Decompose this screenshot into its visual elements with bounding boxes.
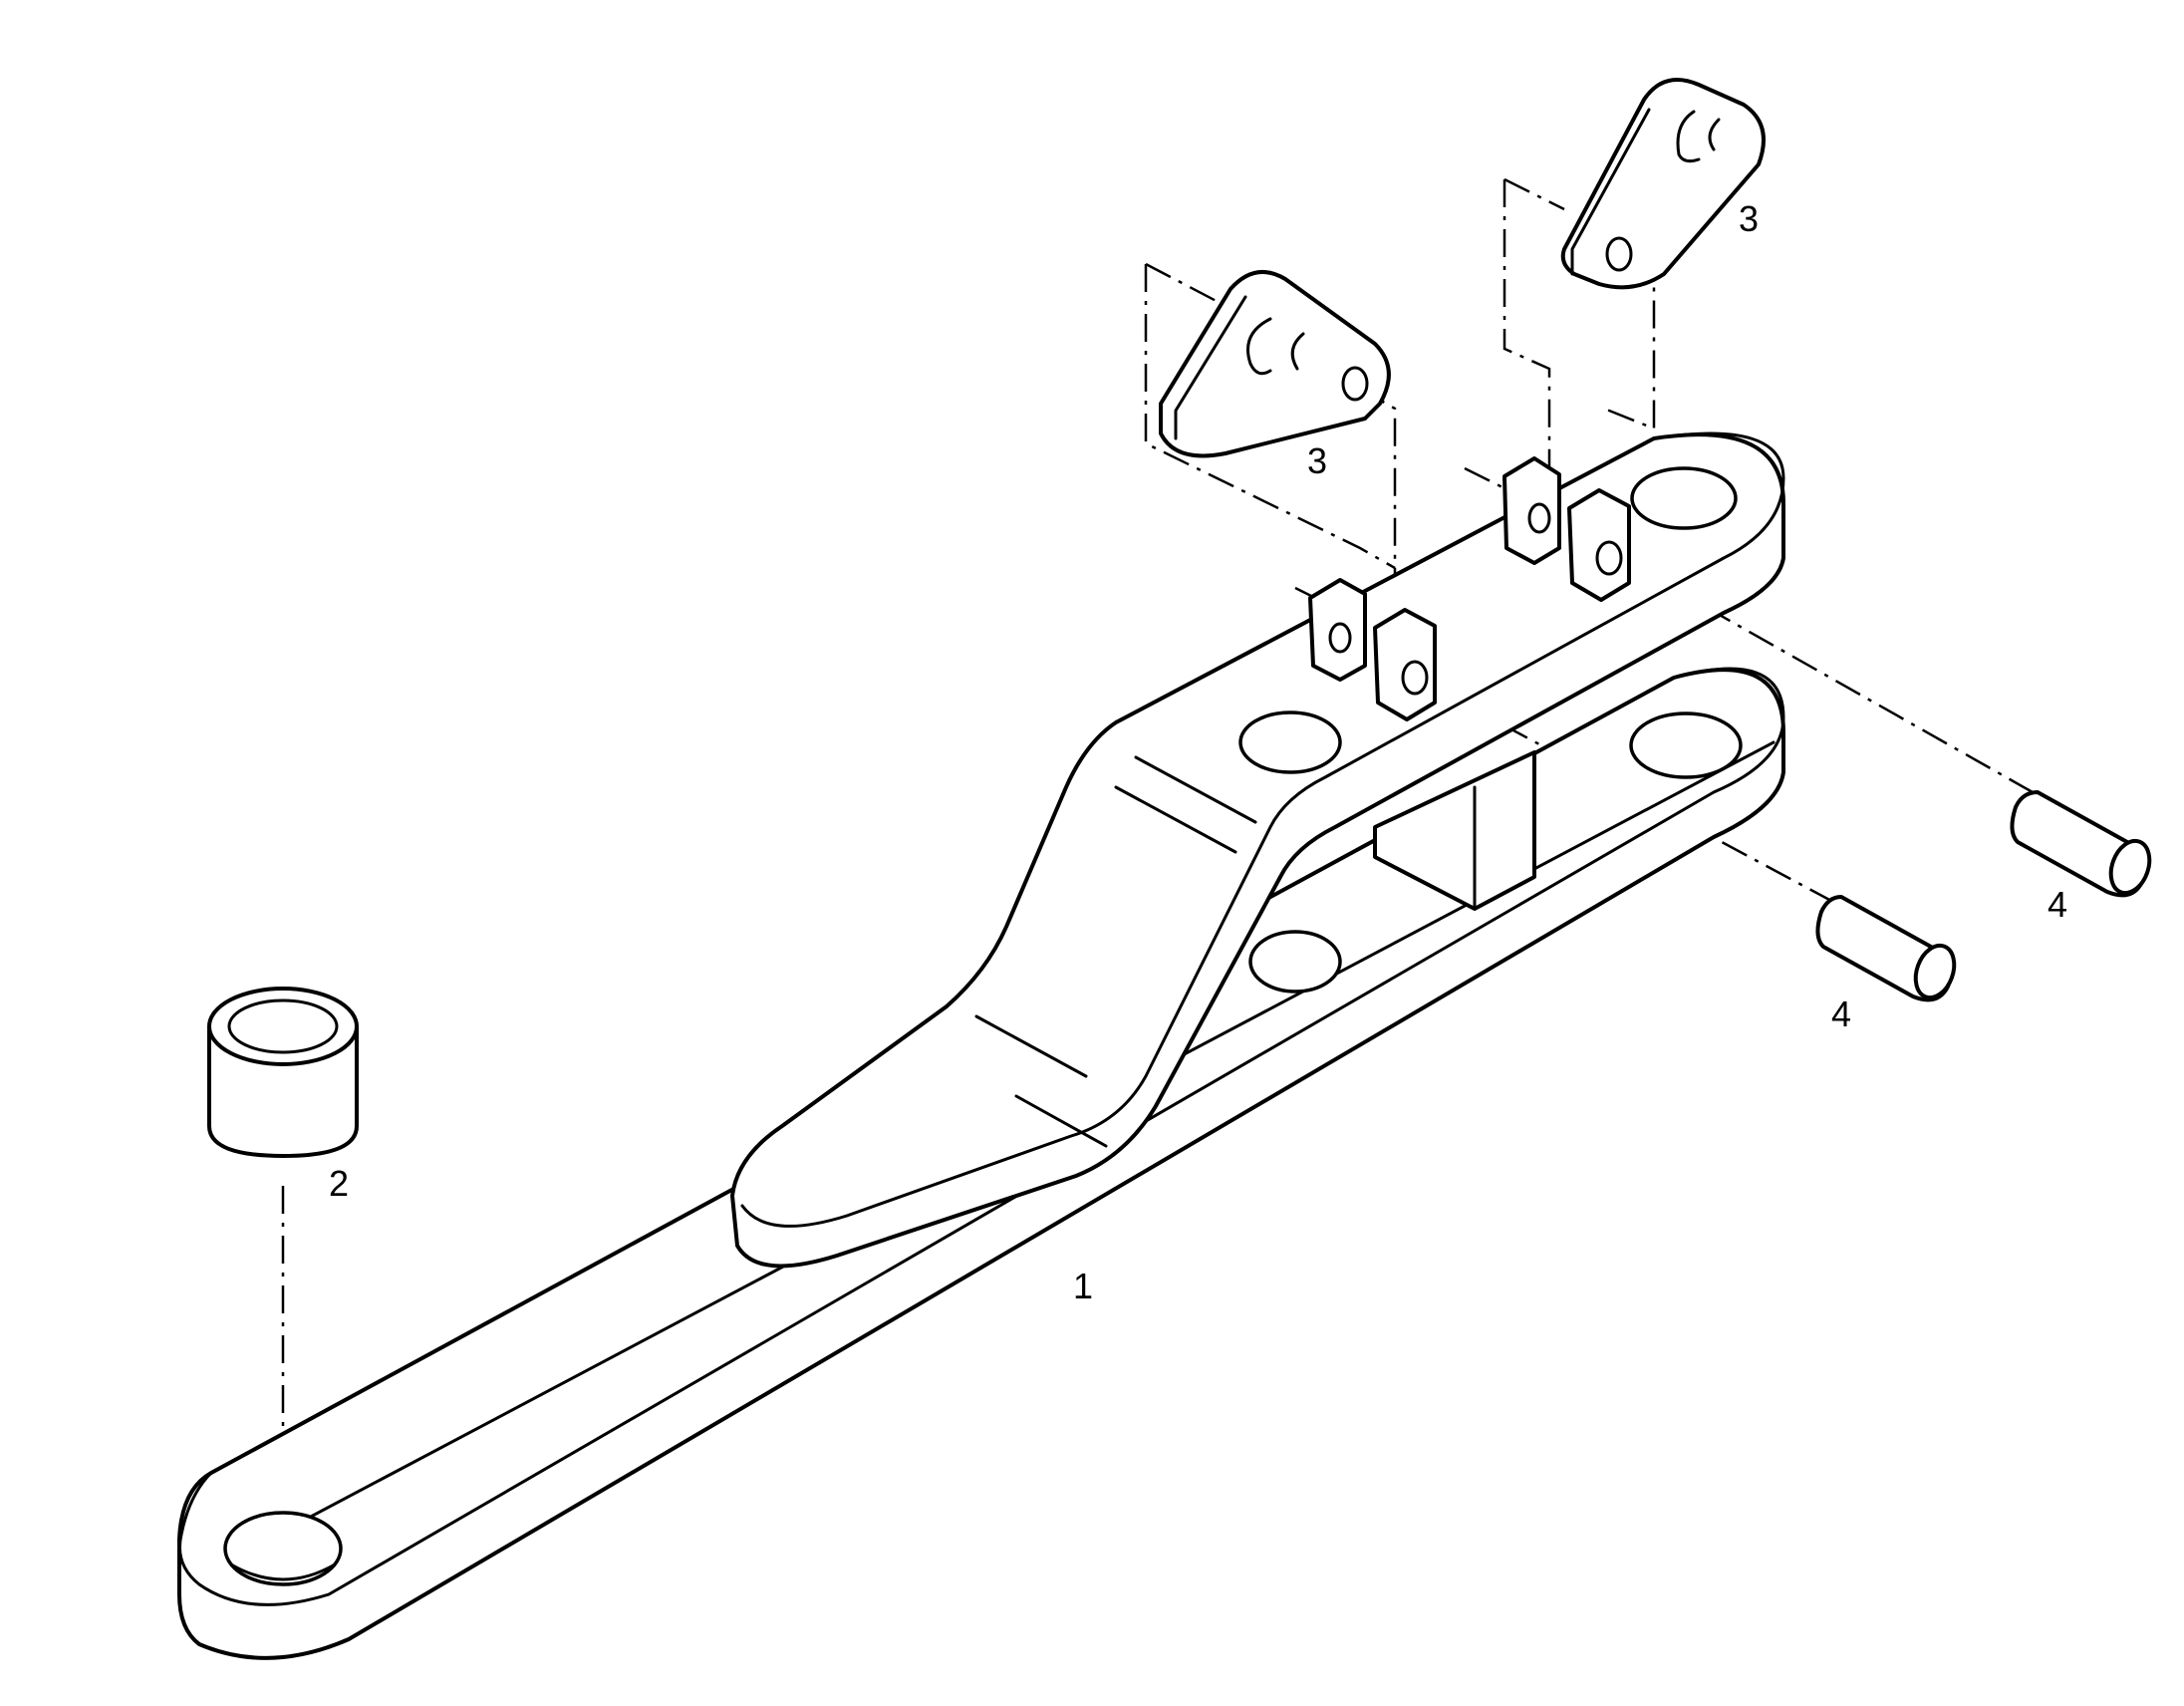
clevis-right-rear-hole [1527,502,1551,534]
bracket-right-large-hole [1676,110,1701,163]
yoke-hole-right [1630,466,1738,530]
bracket-right-large-hole-2 [1708,118,1721,151]
bracket-right-small-hole [1605,236,1633,272]
bracket-left-small-hole [1341,366,1369,402]
yoke-seam-upper [1114,785,1237,854]
bracket-left-body [1159,270,1391,458]
yoke-hole-center [1238,711,1342,774]
callout-part-4-left: 4 [1831,994,1851,1034]
centerline-right-bracket-a [1502,179,1551,478]
bushing [207,987,359,1158]
arm-end-hole [223,1511,343,1586]
arm-top-face [178,667,1785,1606]
upper-yoke [730,431,1785,1269]
clevis-left-front-hole [1401,660,1429,696]
centerline-left-bracket-a [1144,264,1396,570]
clevis-left-front [1373,608,1437,721]
bracket-left-edge [1174,295,1247,440]
bracket-right [1560,78,1766,290]
centerline-pin-right [1618,556,2034,794]
callout-part-3-right: 3 [1739,198,1759,239]
centerline-clevis-right [1464,466,1515,495]
pin-right [2010,790,2152,898]
yoke-top-face [740,431,1785,1228]
bracket-left-large-hole [1246,317,1272,376]
bracket-left [1159,270,1391,458]
yoke-hole-lower [1248,930,1342,994]
clevis-left-rear-hole [1328,622,1352,654]
bracket-right-edge [1570,108,1651,276]
clevis-right-front [1567,488,1631,602]
bracket-right-body [1560,78,1766,290]
callout-part-1: 1 [1073,1266,1093,1306]
bushing-bore [227,998,339,1054]
callout-part-3-left: 3 [1307,440,1327,481]
pin-right-end [2108,838,2152,896]
yoke-seam-lower-2 [974,1014,1088,1078]
centerline-right-bracket-c [1503,177,1565,211]
pin-left [1815,895,1957,1002]
bracket-left-large-hole-2 [1290,332,1305,371]
arm-end-hole-inner [229,1563,337,1581]
yoke-seam-upper-2 [1134,755,1257,824]
clevis-left-rear [1308,578,1367,682]
clevis-right-front-hole [1595,540,1623,576]
centerline-right-bracket-b [1603,267,1656,430]
callout-part-4-right: 4 [2048,884,2067,925]
centerline-left-bracket-c [1145,262,1251,321]
pin-left-end [1913,943,1957,1000]
yoke-web-block [1373,750,1536,911]
yoke-seam-lower [1014,1094,1108,1148]
arm-right-hole [1629,711,1743,779]
callout-part-2: 2 [329,1163,349,1204]
